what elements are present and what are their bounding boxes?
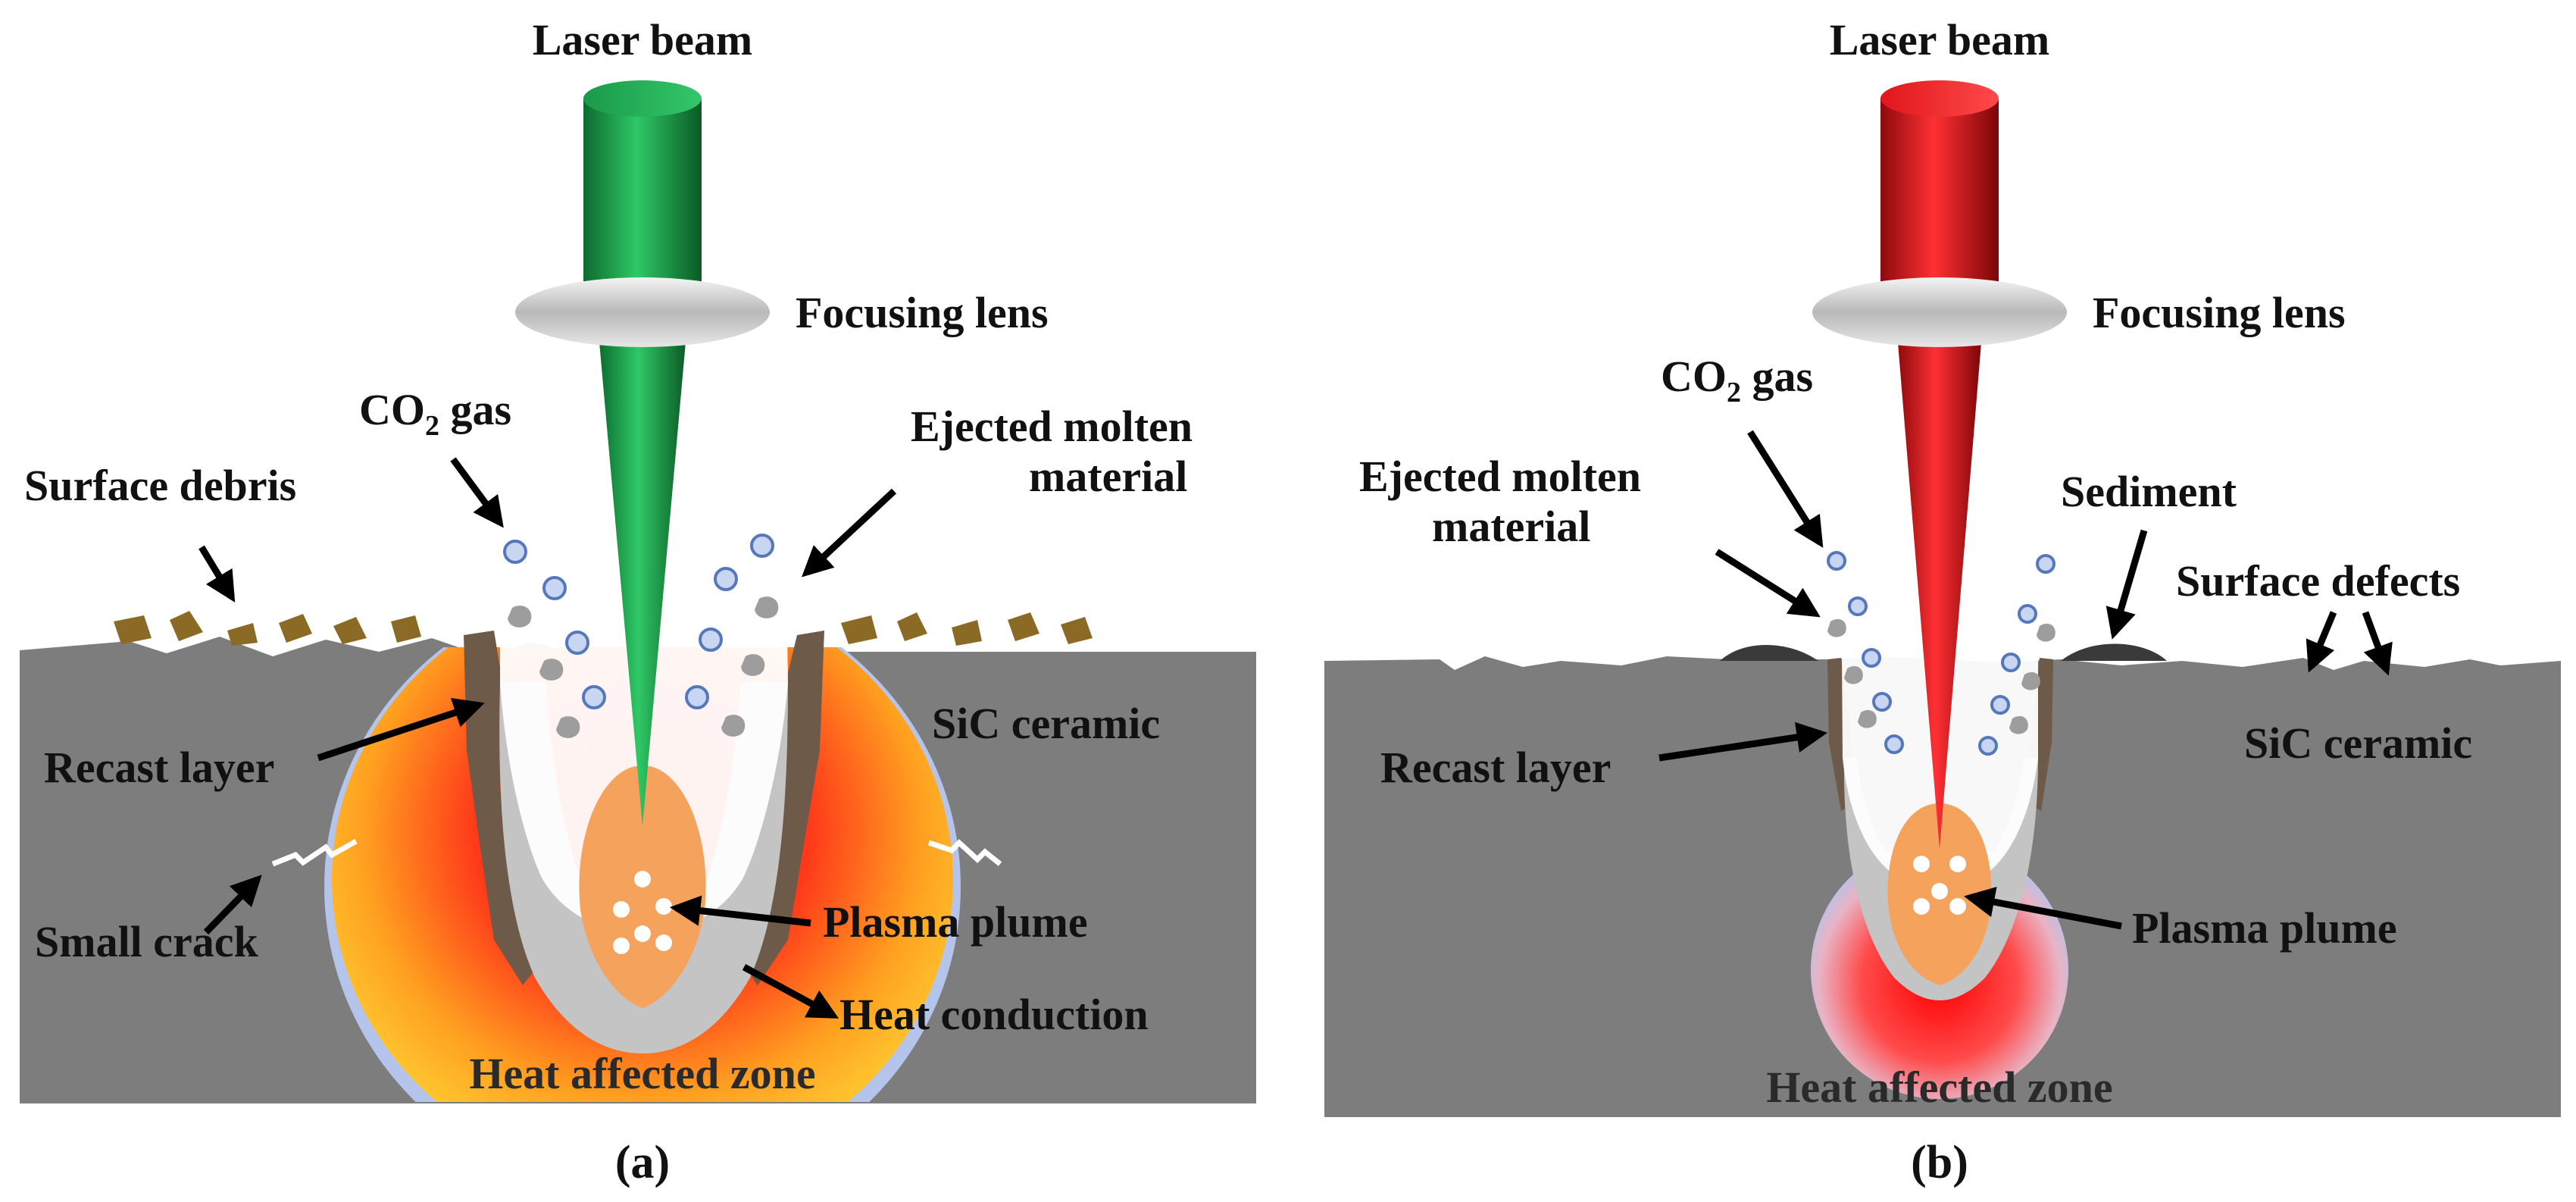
laser-beam-top-b — [1880, 80, 1999, 117]
ejected-molten-droplets — [508, 596, 779, 738]
label-plasma-plume: Plasma plume — [823, 897, 1088, 947]
plasma-particles — [613, 871, 672, 954]
panel-b-caption: (b) — [1911, 1137, 1968, 1188]
label-ejected-molten-line2: material — [1029, 452, 1187, 501]
panel-a: Laser beam Focusing lens CO2 gas Ejected… — [20, 15, 1256, 1188]
molten-zone — [499, 682, 788, 1053]
label-heat-affected-zone-b: Heat affected zone — [1766, 1063, 2112, 1112]
panel-a-arrows — [199, 457, 897, 1019]
label-small-crack: Small crack — [35, 917, 259, 966]
label-ejected-molten-line1: Ejected molten — [911, 402, 1193, 451]
plasma-particles-b — [1913, 856, 1966, 915]
panel-b-arrows — [1658, 430, 2393, 930]
laser-beam-cone — [599, 333, 686, 826]
panel-b: Laser beam Focusing lens CO2 gas Ejected… — [1324, 15, 2561, 1188]
label-recast-layer: Recast layer — [44, 743, 274, 792]
co2-bubbles — [503, 534, 774, 709]
label-ejected-molten-b-line2: material — [1432, 502, 1590, 551]
laser-beam-cone-b — [1897, 333, 1982, 849]
label-plasma-plume-b: Plasma plume — [2132, 903, 2397, 953]
label-sic-ceramic-b: SiC ceramic — [2244, 718, 2472, 768]
small-crack-right — [927, 839, 1002, 866]
sediment-right — [2061, 643, 2167, 661]
label-laser-beam: Laser beam — [533, 15, 753, 64]
focusing-lens — [515, 277, 770, 347]
label-surface-debris: Surface debris — [24, 461, 296, 510]
label-ejected-molten-b-line1: Ejected molten — [1359, 452, 1641, 501]
label-laser-beam-b: Laser beam — [1830, 15, 2050, 64]
label-focusing-lens-b: Focusing lens — [2093, 288, 2346, 337]
focusing-lens-b — [1812, 277, 2067, 347]
small-crack-left — [271, 838, 358, 867]
label-heat-affected-zone: Heat affected zone — [469, 1049, 815, 1098]
laser-beam-column — [583, 99, 702, 311]
laser-beam-column-b — [1880, 99, 1999, 311]
label-co2-gas-b: CO2 gas — [1661, 352, 1813, 408]
label-focusing-lens: Focusing lens — [796, 288, 1049, 337]
label-surface-defects: Surface defects — [2176, 556, 2460, 606]
laser-beam-top — [583, 80, 702, 117]
label-sediment: Sediment — [2061, 467, 2237, 516]
ejected-molten-droplets-b — [1827, 618, 2055, 734]
co2-bubbles-b — [1827, 551, 2055, 756]
surface-debris — [114, 611, 1093, 646]
label-sic-ceramic: SiC ceramic — [932, 699, 1160, 748]
panel-a-caption: (a) — [615, 1137, 670, 1188]
sediment-left — [1720, 645, 1818, 661]
label-heat-conduction: Heat conduction — [839, 990, 1149, 1039]
label-recast-layer-b: Recast layer — [1380, 743, 1611, 792]
label-co2-gas: CO2 gas — [359, 385, 511, 442]
